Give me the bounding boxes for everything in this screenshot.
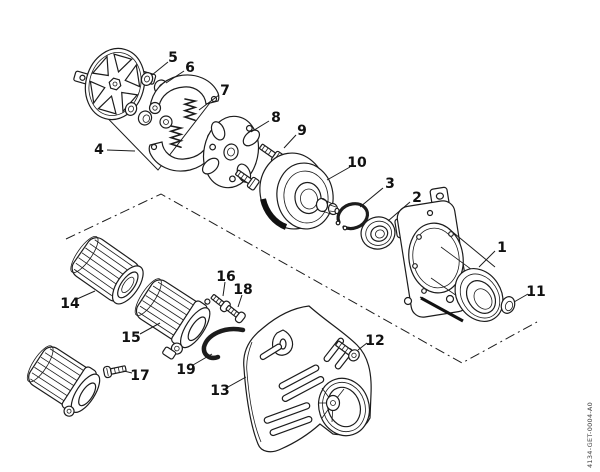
bolt-9b xyxy=(235,169,260,191)
callout-5: 5 xyxy=(168,50,178,66)
sleeve-lower xyxy=(26,345,101,417)
callout-14: 14 xyxy=(60,296,80,312)
clutch-spring-upper xyxy=(182,98,199,121)
bushing-6b xyxy=(137,110,153,126)
wire-clip xyxy=(201,326,246,361)
clutch-drum xyxy=(259,152,340,230)
callout-6: 6 xyxy=(185,60,195,76)
carrier-plate xyxy=(201,115,261,189)
callout-19: 19 xyxy=(176,362,195,378)
snap-ring xyxy=(335,202,369,231)
callout-numbers: 1 2 3 4 5 6 7 8 9 10 11 12 13 14 15 16 1… xyxy=(60,50,545,399)
callout-9: 9 xyxy=(297,123,307,139)
callout-3: 3 xyxy=(385,176,395,192)
callout-11: 11 xyxy=(526,284,545,300)
leader-lines xyxy=(76,61,529,388)
screw-17 xyxy=(102,365,127,379)
screw-12 xyxy=(335,340,360,362)
screw-18 xyxy=(225,305,246,324)
housing-cover xyxy=(243,305,372,453)
seal-ring xyxy=(500,296,516,314)
callout-13: 13 xyxy=(210,383,229,399)
callout-17: 17 xyxy=(130,368,149,384)
clutch-spring-lower xyxy=(168,125,185,148)
callout-16: 16 xyxy=(216,269,235,285)
sleeve-14 xyxy=(70,236,144,305)
callout-4: 4 xyxy=(94,142,104,158)
sleeve-15 xyxy=(134,278,211,360)
callout-1: 1 xyxy=(497,240,507,256)
washer-5a xyxy=(140,72,154,86)
group-bracket-4 xyxy=(87,94,217,171)
gear-head-housing xyxy=(394,186,504,323)
ball-bearing xyxy=(360,216,396,250)
callout-18: 18 xyxy=(233,282,252,298)
callout-10: 10 xyxy=(347,155,367,171)
callout-12: 12 xyxy=(365,333,384,349)
callout-7: 7 xyxy=(220,83,230,99)
washer-5b xyxy=(124,102,138,116)
document-code: 4134-GET-0004-A0 xyxy=(586,402,594,468)
callout-2: 2 xyxy=(412,190,422,206)
callout-8: 8 xyxy=(271,110,281,126)
callout-15: 15 xyxy=(121,330,140,346)
